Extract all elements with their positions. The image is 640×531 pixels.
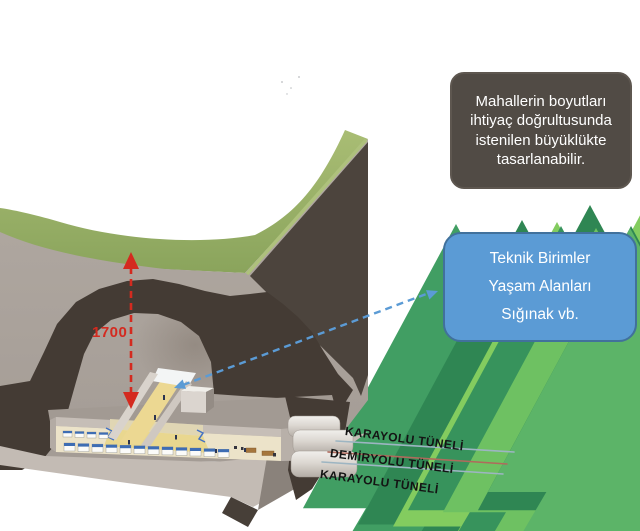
bench-dark-lip <box>222 497 258 527</box>
callout-dimensions-line: istenilen büyüklükte <box>475 131 607 149</box>
callout-connector-arrow <box>174 290 438 389</box>
tunnel-tubes <box>287 415 358 478</box>
height-dimension-arrow <box>123 252 139 409</box>
callout-units-line: Yaşam Alanları <box>488 278 592 295</box>
grass-surface <box>0 130 368 273</box>
facility-rooms <box>63 442 230 458</box>
callout-units-box: Teknik Birimler Yaşam Alanları Sığınak v… <box>443 232 637 342</box>
slope-grass-edge <box>245 138 368 276</box>
callout-units-line: Sığınak vb. <box>501 306 579 323</box>
callout-dimensions-box: Mahallerin boyutları ihtiyaç doğrultusun… <box>450 72 632 189</box>
portal-structure <box>181 386 214 413</box>
callout-dimensions-line: Mahallerin boyutları <box>475 92 607 110</box>
height-dimension-label: 1700 <box>92 324 128 341</box>
courtyard-stair-right <box>196 429 206 443</box>
ramp-parapet-left <box>108 372 158 440</box>
ramp-parapet-right <box>141 381 192 448</box>
callout-units-line: Teknik Birimler <box>489 250 591 267</box>
tunnel-pointer-lines <box>321 440 515 475</box>
callout-dimensions-line: tasarlanabilir. <box>496 151 586 168</box>
mountain-slope-face <box>250 142 368 396</box>
cavern-arch <box>0 279 353 470</box>
people-figures <box>128 395 246 453</box>
ramp-top-landing <box>152 368 196 387</box>
callout-dimensions-line: ihtiyaç doğrultusunda <box>470 112 612 129</box>
birds <box>281 76 300 95</box>
entrance-ramp <box>120 374 183 445</box>
facility-upper-rooms <box>62 430 109 439</box>
facility-furniture <box>234 446 276 457</box>
